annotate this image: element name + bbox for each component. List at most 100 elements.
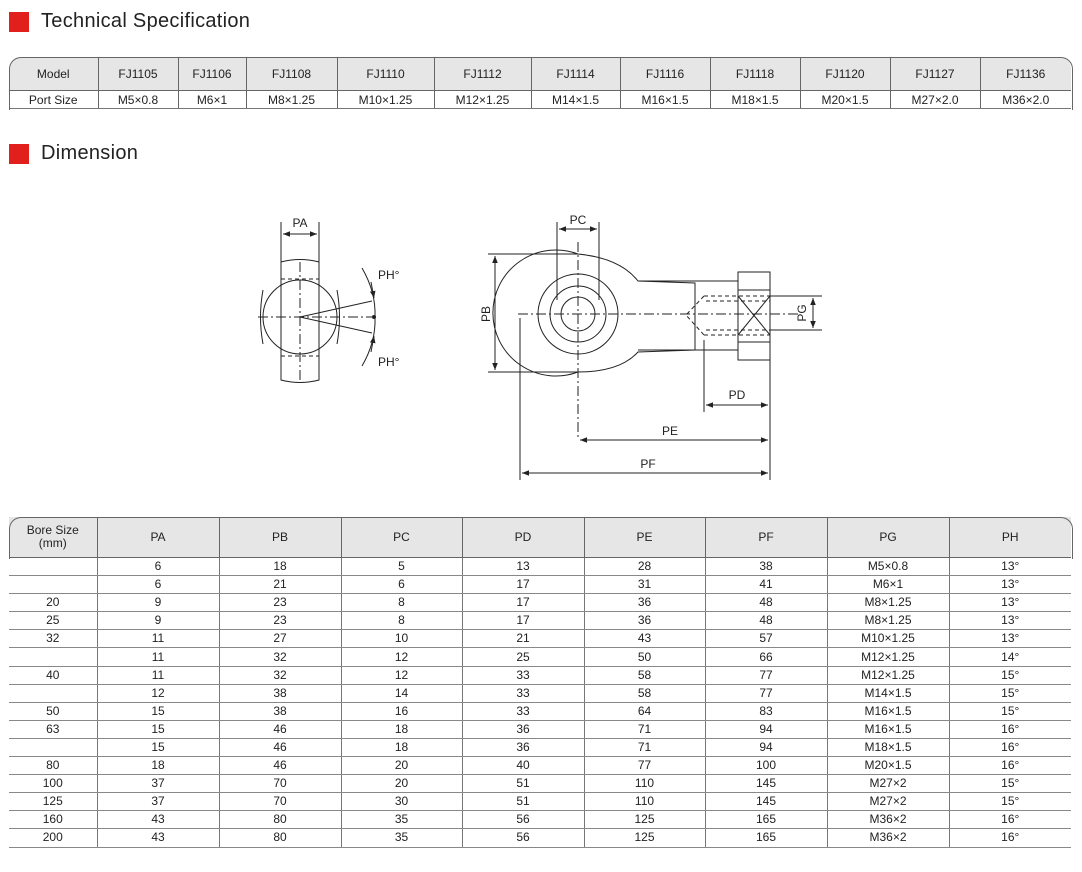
cell-pe: 77	[584, 756, 706, 776]
cell-bore: 63	[9, 720, 98, 739]
spec-port-size-cell: M6×1	[178, 90, 247, 109]
cell-pg: M18×1.5	[827, 738, 950, 758]
cell-pe: 28	[584, 557, 706, 577]
cell-pd: 40	[462, 756, 585, 776]
cell-pd: 56	[462, 828, 585, 848]
cell-pb: 46	[219, 720, 342, 739]
cell-pg: M36×2	[827, 810, 950, 830]
cell-pe: 125	[584, 810, 706, 830]
side-view: PA PH° PH°	[258, 216, 400, 383]
spec-model-cell: FJ1116	[620, 57, 711, 91]
cell-bore: 125	[9, 792, 98, 812]
spec-model-cell: FJ1112	[434, 57, 532, 91]
cell-pd: 51	[462, 774, 585, 794]
rod-end-drawing: PA PH° PH° PC	[258, 213, 822, 480]
col-header-pb: PB	[219, 517, 342, 558]
col-header-pe: PE	[584, 517, 706, 558]
cell-bore	[9, 647, 98, 667]
cell-pf: 77	[705, 666, 828, 685]
spec-model-cell: FJ1106	[178, 57, 247, 91]
cell-pe: 43	[584, 629, 706, 649]
tech-spec-title: Technical Specification	[41, 10, 251, 32]
cell-pb: 46	[219, 738, 342, 758]
cell-pb: 23	[219, 611, 342, 631]
cell-pc: 35	[341, 810, 463, 830]
cell-bore: 25	[9, 611, 98, 631]
cell-pc: 35	[341, 828, 463, 848]
cell-pg: M16×1.5	[827, 720, 950, 739]
cell-pa: 37	[97, 792, 220, 812]
cell-pg: M6×1	[827, 575, 950, 595]
cell-pc: 18	[341, 738, 463, 758]
cell-pe: 58	[584, 684, 706, 703]
cell-pf: 83	[705, 702, 828, 721]
cell-pb: 38	[219, 684, 342, 703]
cell-ph: 15°	[949, 666, 1071, 685]
cell-pe: 110	[584, 792, 706, 812]
cell-pd: 56	[462, 810, 585, 830]
ph-bottom-label: PH°	[378, 355, 400, 369]
cell-pb: 70	[219, 774, 342, 794]
cell-pa: 9	[97, 593, 220, 613]
cell-pf: 48	[705, 593, 828, 613]
col-header-pc: PC	[341, 517, 463, 558]
cell-pa: 43	[97, 828, 220, 848]
bore-size-header-line2: (mm)	[38, 536, 67, 550]
cell-pg: M8×1.25	[827, 611, 950, 631]
cell-pg: M10×1.25	[827, 629, 950, 649]
cell-pc: 12	[341, 666, 463, 685]
cell-pf: 94	[705, 720, 828, 739]
cell-ph: 15°	[949, 792, 1071, 812]
cell-pf: 165	[705, 828, 828, 848]
cell-pe: 50	[584, 647, 706, 667]
cell-pd: 25	[462, 647, 585, 667]
cell-ph: 16°	[949, 756, 1071, 776]
cell-bore	[9, 738, 98, 758]
col-header-pa: PA	[97, 517, 220, 558]
cell-pb: 80	[219, 828, 342, 848]
cell-pc: 14	[341, 684, 463, 703]
spec-model-cell: FJ1127	[890, 57, 981, 91]
cell-pe: 71	[584, 738, 706, 758]
cell-pe: 71	[584, 720, 706, 739]
cell-pa: 15	[97, 720, 220, 739]
spec-model-cell: FJ1110	[337, 57, 435, 91]
cell-pd: 33	[462, 684, 585, 703]
cell-bore: 160	[9, 810, 98, 830]
cell-pa: 6	[97, 575, 220, 595]
spec-model-cell: FJ1120	[800, 57, 891, 91]
cell-pf: 57	[705, 629, 828, 649]
cell-ph: 13°	[949, 629, 1071, 649]
cell-pc: 8	[341, 593, 463, 613]
cell-pf: 145	[705, 792, 828, 812]
dimension-header-row: Bore Size (mm) PA PB PC PD PE PF PG PH	[9, 517, 1071, 558]
cell-pc: 6	[341, 575, 463, 595]
cell-pc: 10	[341, 629, 463, 649]
ph-top-label: PH°	[378, 268, 400, 282]
cell-pd: 36	[462, 738, 585, 758]
cell-pf: 145	[705, 774, 828, 794]
col-header-pf: PF	[705, 517, 828, 558]
cell-pg: M14×1.5	[827, 684, 950, 703]
col-header-pd: PD	[462, 517, 585, 558]
cell-ph: 14°	[949, 647, 1071, 667]
cell-pb: 32	[219, 666, 342, 685]
cell-pa: 11	[97, 666, 220, 685]
cell-ph: 16°	[949, 828, 1071, 848]
cell-pb: 18	[219, 557, 342, 577]
pc-label: PC	[570, 213, 587, 227]
spec-model-cell: FJ1118	[710, 57, 801, 91]
cell-pe: 125	[584, 828, 706, 848]
bore-size-header: Bore Size (mm)	[9, 517, 98, 558]
spec-model-cell: FJ1108	[246, 57, 338, 91]
